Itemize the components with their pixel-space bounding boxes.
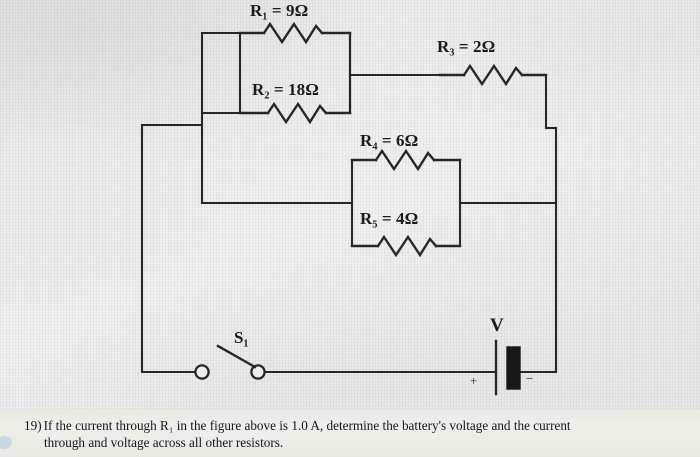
edge-artifact — [0, 436, 12, 449]
switch-label-s1: S₁ — [234, 328, 249, 347]
question-text-line-1: If the current through R₁ in the figure … — [43, 418, 571, 433]
resistor-label-r1: R₁ = 9Ω — [250, 1, 309, 20]
battery-negative-terminal-label: − — [526, 371, 534, 386]
resistor-label-r3: R₃ = 2Ω — [437, 37, 496, 56]
question-caption: 19)If the current through R₁ in the figu… — [24, 417, 679, 451]
resistor-label-r4: R₄ = 6Ω — [360, 131, 419, 150]
question-number: 19) — [24, 418, 42, 433]
branch-r2 — [238, 101, 352, 125]
battery-label-v: V — [490, 315, 504, 336]
switch-s1 — [194, 344, 266, 380]
question-text-line-2: through and voltage across all other res… — [44, 435, 284, 450]
branch-r3 — [438, 63, 548, 87]
branch-r5 — [350, 234, 462, 258]
battery-positive-terminal-label: + — [470, 373, 478, 388]
caption-background-band — [0, 410, 700, 457]
resistor-label-r2: R₂ = 18Ω — [252, 80, 319, 99]
resistor-label-r5: R₅ = 4Ω — [360, 209, 419, 228]
battery-symbol — [494, 339, 521, 396]
branch-r1 — [238, 21, 352, 45]
branch-r4 — [350, 148, 462, 172]
